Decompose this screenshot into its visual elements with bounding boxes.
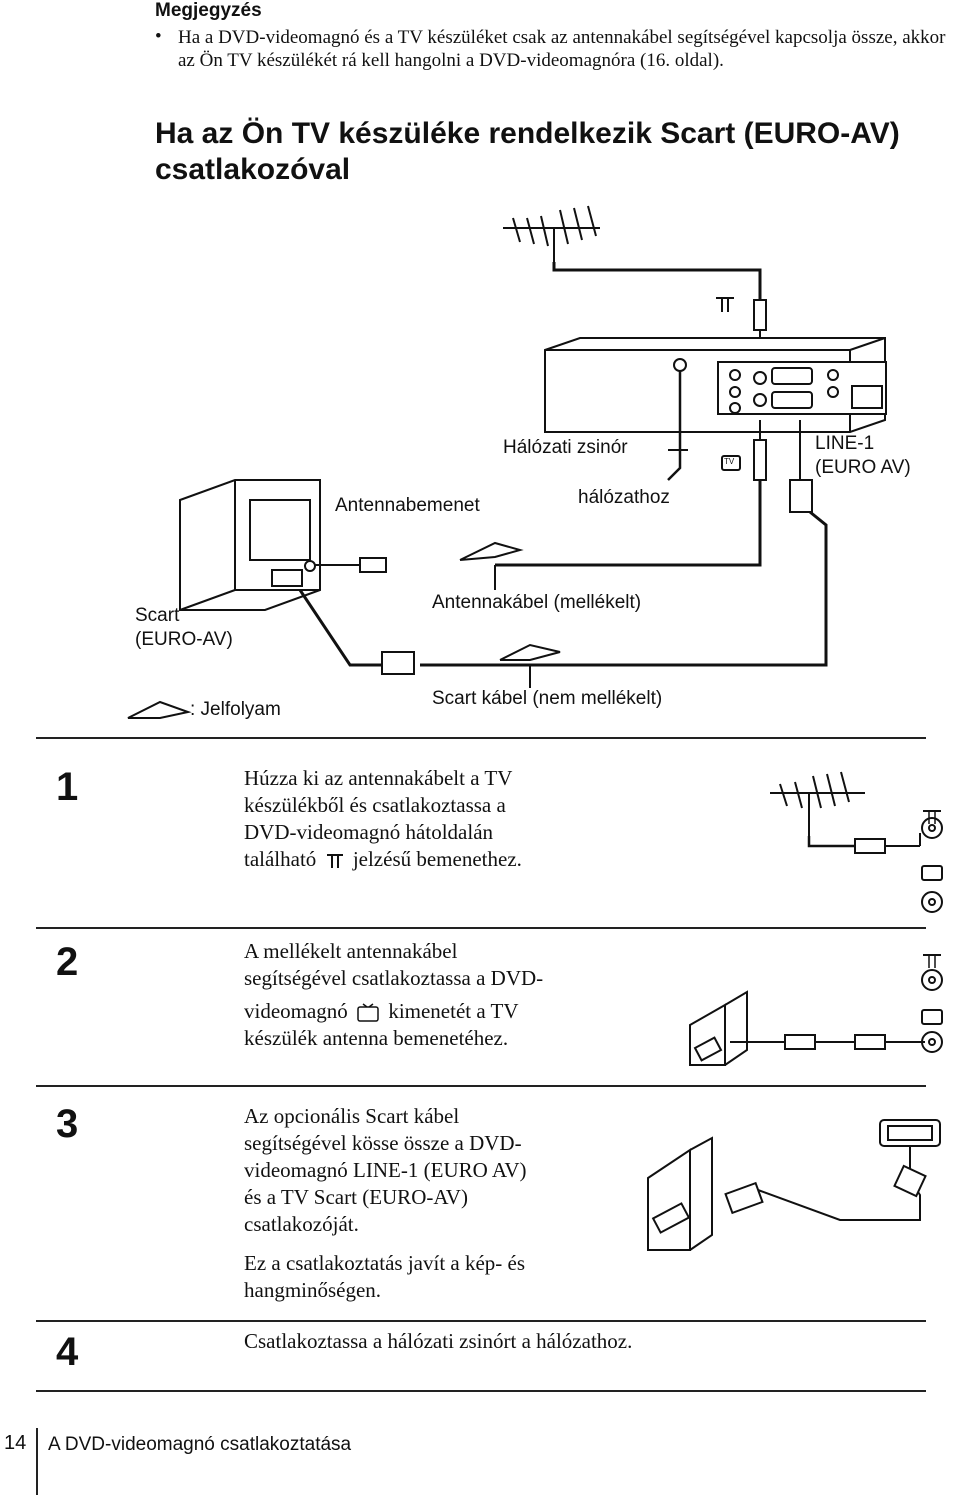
step-number-4: 4 bbox=[56, 1330, 79, 1374]
label-scart-a: Scart bbox=[135, 605, 180, 626]
antenna-symbol-icon bbox=[326, 854, 343, 869]
step-3-line: Az opcionális Scart kábel bbox=[244, 1104, 460, 1128]
step-1-line: készülékből és csatlakoztassa a bbox=[244, 793, 506, 817]
step-1-line: található jelzésű bemenethez. bbox=[244, 846, 644, 873]
legend-signal-flow: : Jelfolyam bbox=[190, 699, 281, 720]
tv-set-rear bbox=[179, 479, 321, 611]
antenna-symbol-icon bbox=[923, 810, 941, 824]
connection-diagram bbox=[127, 205, 887, 719]
step-2-text: A mellékelt antennakábel segítségével cs… bbox=[244, 938, 644, 1052]
step-2-illustration bbox=[689, 954, 943, 1066]
tv-output-symbol-icon bbox=[357, 1003, 379, 1022]
section-heading-line-1: Ha az Ön TV készüléke rendelkezik Scart … bbox=[155, 117, 900, 150]
step-3-text: Az opcionális Scart kábel segítségével k… bbox=[244, 1103, 644, 1304]
step-3-line: csatlakozóját. bbox=[244, 1212, 359, 1236]
step-3-extra-line: Ez a csatlakoztatás javít a kép- és bbox=[244, 1251, 526, 1275]
page-number: 14 bbox=[4, 1432, 27, 1454]
label-to-mains: hálózathoz bbox=[578, 487, 670, 508]
step-3-extra: Ez a csatlakoztatás javít a kép- és hang… bbox=[244, 1250, 644, 1304]
step-1-text: Húzza ki az antennakábelt a TV készülékb… bbox=[244, 765, 644, 873]
step-divider bbox=[36, 1320, 926, 1322]
antenna-symbol-icon bbox=[923, 954, 941, 968]
label-scart-cable: Scart kábel (nem mellékelt) bbox=[432, 688, 663, 709]
step-divider bbox=[36, 737, 926, 739]
step-1-last-post: jelzésű bemenethez. bbox=[352, 847, 522, 871]
step-1-line: Húzza ki az antennakábelt a TV bbox=[244, 766, 513, 790]
note-text: Ha a DVD-videomagnó és a TV készüléket c… bbox=[178, 27, 946, 71]
step-3-line: segítségével kösse össze a DVD- bbox=[244, 1131, 522, 1155]
antenna-input-symbol bbox=[716, 297, 734, 312]
step-3-illustration bbox=[647, 1119, 941, 1251]
note-title: Megjegyzés bbox=[155, 0, 262, 21]
step-number-1: 1 bbox=[56, 765, 79, 809]
step-1-line: DVD-videomagnó hátoldalán bbox=[244, 820, 494, 844]
tv-symbol-label: TV bbox=[724, 457, 735, 466]
step-divider bbox=[36, 1390, 926, 1392]
footer-divider bbox=[36, 1428, 38, 1495]
section-heading-line-2: csatlakozóval bbox=[155, 153, 351, 186]
step-3-extra-line: hangminőségen. bbox=[244, 1278, 382, 1302]
step-divider bbox=[36, 1085, 926, 1087]
note-bullet: • bbox=[155, 26, 162, 47]
antenna-icon bbox=[770, 771, 865, 836]
step-4-text: Csatlakoztassa a hálózati zsinórt a háló… bbox=[244, 1329, 633, 1353]
step-2-line: videomagnó kimenetét a TV bbox=[244, 998, 644, 1025]
step-1-illustration bbox=[770, 771, 943, 913]
step-1-last-pre: található bbox=[244, 847, 317, 871]
step-3-line: és a TV Scart (EURO-AV) bbox=[244, 1185, 468, 1209]
label-line1-a: LINE-1 bbox=[815, 433, 875, 454]
footer-title: A DVD-videomagnó csatlakoztatása bbox=[48, 1434, 352, 1455]
antenna-icon bbox=[503, 205, 600, 262]
step-divider bbox=[36, 927, 926, 929]
tv-output-symbol-icon bbox=[921, 1009, 943, 1025]
step-2-line: készülék antenna bemenetéhez. bbox=[244, 1026, 509, 1050]
step-2-line: A mellékelt antennakábel bbox=[244, 939, 458, 963]
section-heading: Ha az Ön TV készüléke rendelkezik Scart … bbox=[155, 116, 935, 188]
step-number-3: 3 bbox=[56, 1102, 79, 1146]
label-antenna-cable: Antennakábel (mellékelt) bbox=[432, 592, 642, 613]
tv-output-symbol-icon bbox=[921, 865, 943, 881]
label-antenna-input: Antennabemenet bbox=[335, 495, 480, 516]
step-2-mid-post: kimenetét a TV bbox=[388, 999, 519, 1023]
label-line1-b: (EURO AV) bbox=[815, 457, 911, 478]
label-scart-tv: Scart (EURO-AV) bbox=[135, 604, 233, 652]
step-3-line: videomagnó LINE-1 (EURO AV) bbox=[244, 1158, 527, 1182]
dvd-recorder-rear bbox=[544, 337, 887, 433]
step-2-line: segítségével csatlakoztassa a DVD- bbox=[244, 966, 544, 990]
label-line1: LINE-1 (EURO AV) bbox=[815, 432, 911, 480]
label-mains-cord: Hálózati zsinór bbox=[503, 437, 628, 458]
step-2-mid-pre: videomagnó bbox=[244, 999, 348, 1023]
label-scart-b: (EURO-AV) bbox=[135, 629, 233, 650]
step-number-2: 2 bbox=[56, 940, 79, 984]
